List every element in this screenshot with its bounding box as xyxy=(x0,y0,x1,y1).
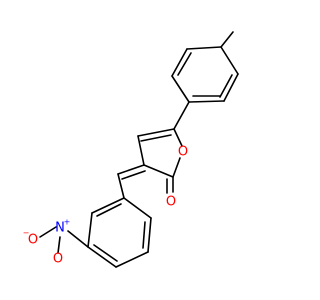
bond-np-double-a xyxy=(142,221,146,249)
bond-tolyl-5 xyxy=(171,48,188,77)
bond-nitro-o-top xyxy=(39,226,57,238)
bond-np-double-b xyxy=(93,244,118,262)
ring-oxygen-label: O xyxy=(178,145,188,160)
furanone-ring xyxy=(137,128,183,178)
bond-exocyclic-double xyxy=(121,170,146,180)
bond-np-1 xyxy=(123,197,152,219)
bond-c4-c5-double xyxy=(140,134,172,142)
bond-np-5 xyxy=(87,212,93,248)
molecule-canvas: O O N + O − O xyxy=(23,31,239,268)
bond-np-6 xyxy=(91,197,125,214)
bond-exocyclic xyxy=(117,164,145,175)
bond-np-3 xyxy=(115,251,149,268)
bond-np-double-c xyxy=(96,203,122,217)
nitro-oxygen-bottom-label: O xyxy=(53,252,63,267)
bond-tolyl-2 xyxy=(223,73,239,102)
nitrophenyl-ring xyxy=(87,197,152,268)
bond-tolyl-6 xyxy=(186,46,222,50)
bond-aryl-link xyxy=(173,101,190,130)
bond-c5-o1 xyxy=(173,128,183,147)
nitro-oxygen-top-label: O xyxy=(28,233,38,248)
bond-c3-c4 xyxy=(137,135,145,166)
bond-methyl xyxy=(220,31,234,48)
bond-nitro-o-bottom xyxy=(57,236,61,254)
molecule-structure: O O N + O − O xyxy=(23,31,239,268)
nitrogen-positive-charge: + xyxy=(64,218,71,227)
bond-tolyl-4 xyxy=(171,75,190,103)
bond-tolyl-double-b xyxy=(177,52,192,76)
bond-np-4 xyxy=(87,246,117,268)
bond-c4-c5 xyxy=(137,128,175,137)
bond-tolyl-double-a xyxy=(219,74,233,98)
carbonyl-oxygen-label: O xyxy=(166,195,176,210)
nitro-nitrogen-label: N xyxy=(55,221,65,236)
bond-aryl-nitro xyxy=(67,230,89,248)
oxygen-negative-charge: − xyxy=(23,229,30,238)
bond-np-2 xyxy=(147,217,152,253)
bond-o1-c2 xyxy=(172,157,181,178)
bond-vinyl-aryl xyxy=(117,173,125,199)
bond-c2-c3 xyxy=(143,164,174,178)
bond-tolyl-3 xyxy=(188,100,225,103)
bond-tolyl-1 xyxy=(220,46,239,75)
tolyl-ring xyxy=(171,46,239,103)
